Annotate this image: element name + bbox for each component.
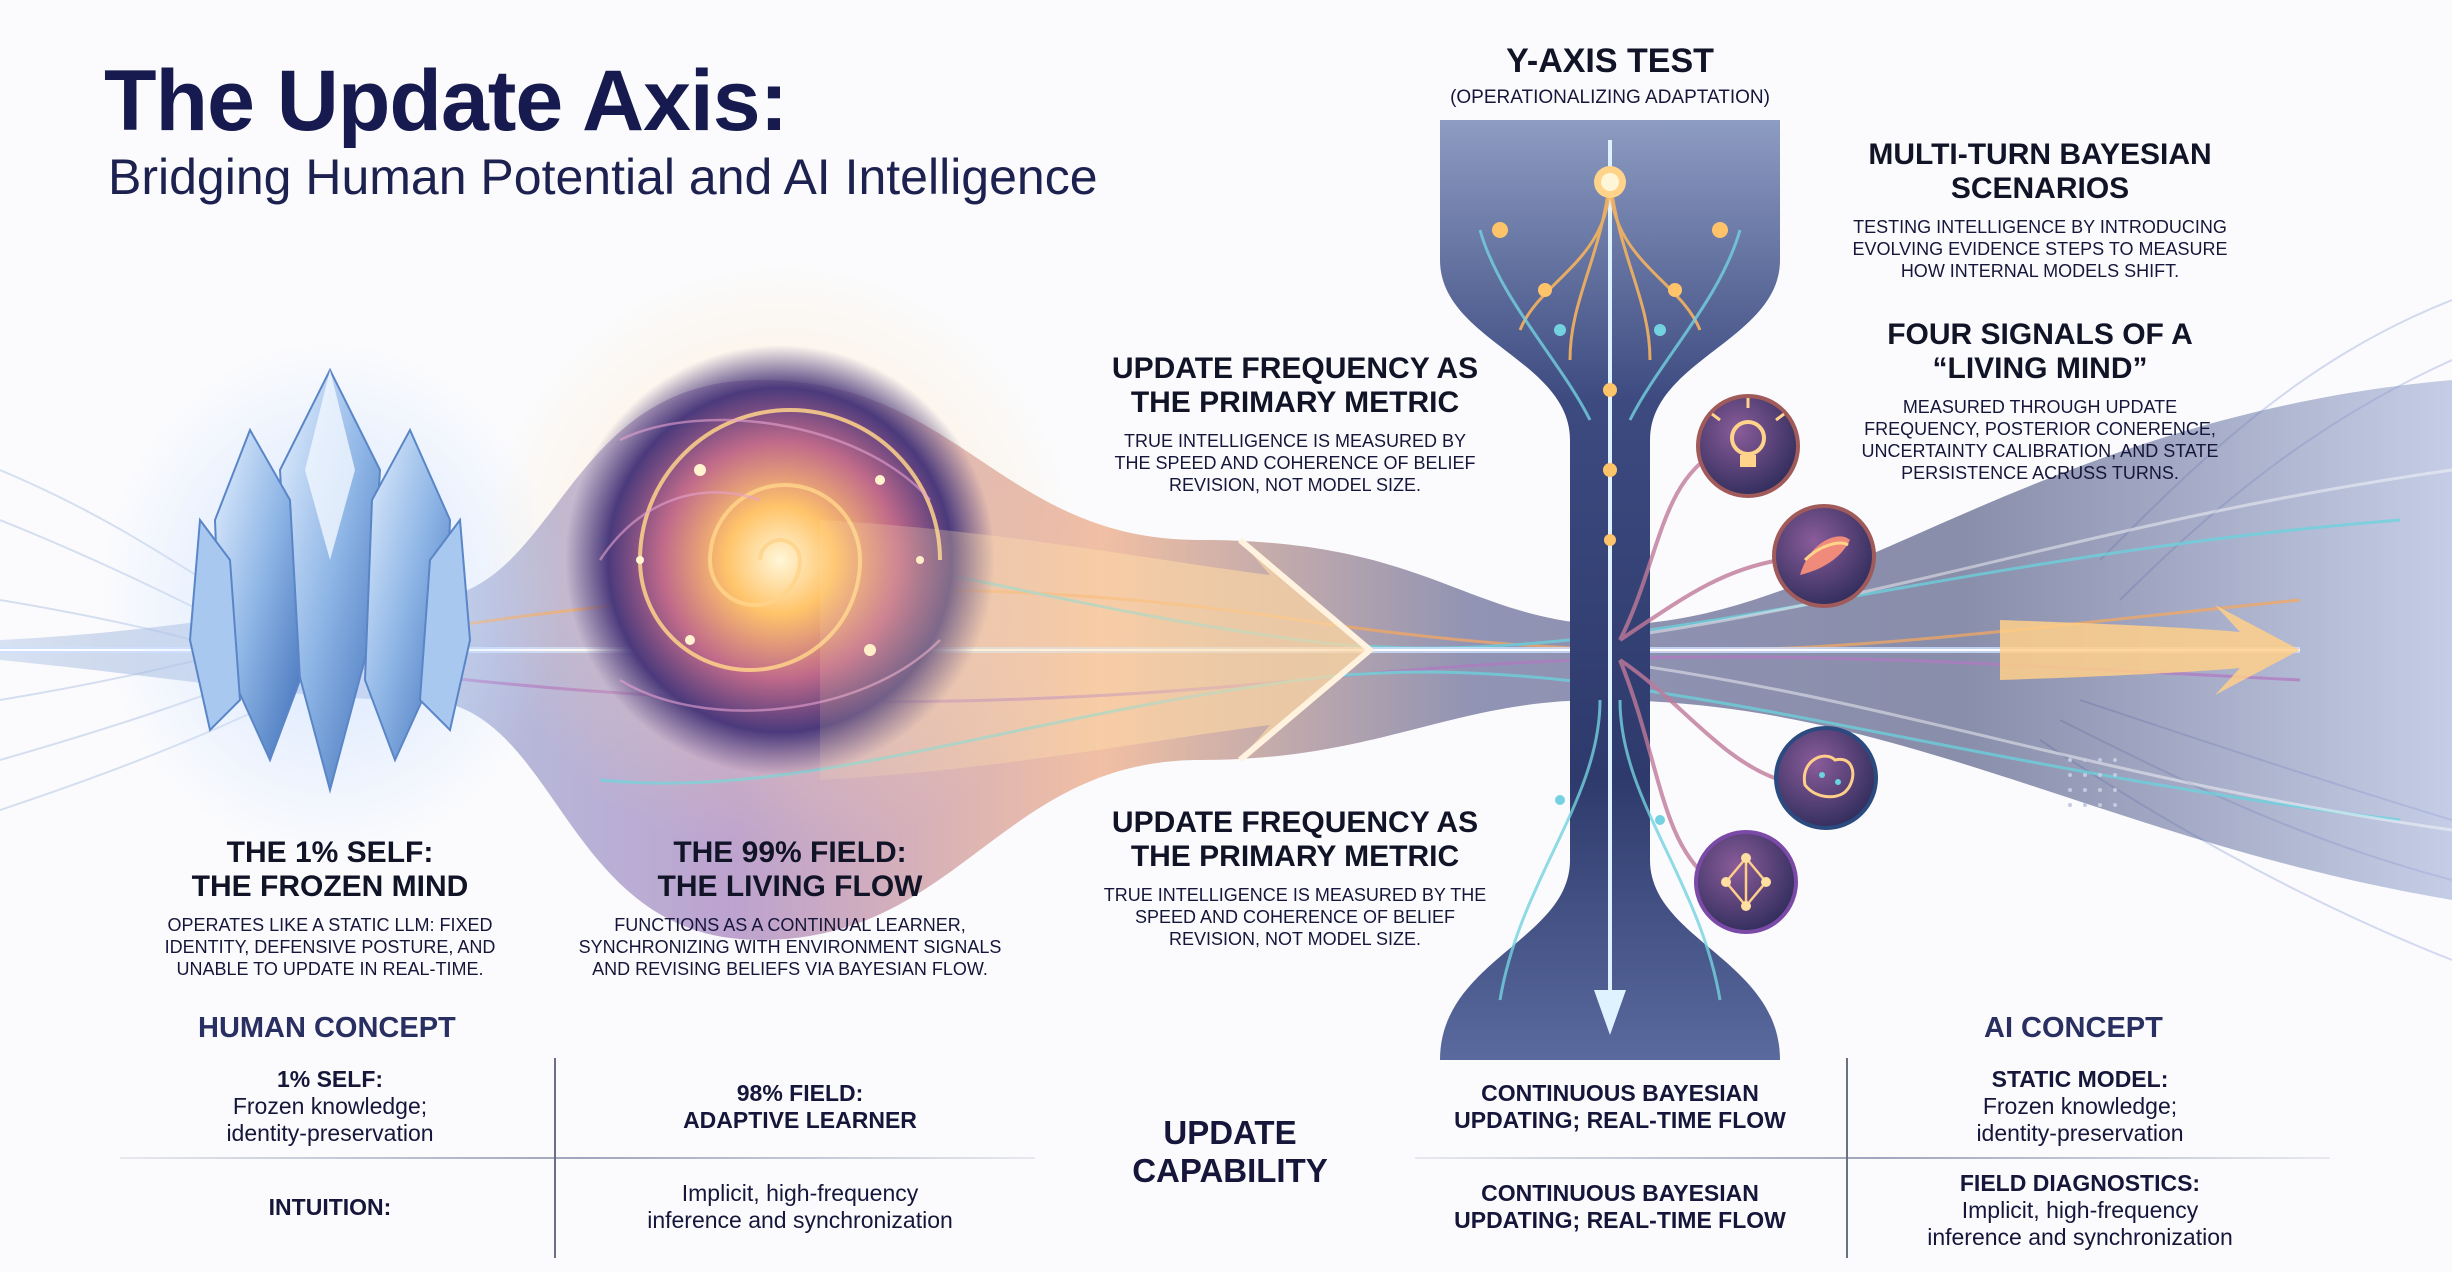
human-concept-heading: HUMAN CONCEPT bbox=[198, 1012, 456, 1044]
living-flow-block: THE 99% FIELD: THE LIVING FLOW FUNCTIONS… bbox=[560, 836, 1020, 980]
r1c1-title: 1% SELF: bbox=[276, 1066, 384, 1092]
bayesian-block: MULTI-TURN BAYESIAN SCENARIOS TESTING IN… bbox=[1800, 138, 2280, 282]
y-axis-subtitle: (OPERATIONALIZING ADAPTATION) bbox=[1450, 87, 1770, 108]
table-cell-r2c1: INTUITION: bbox=[160, 1194, 500, 1221]
signals-body-line2: FREQUENCY, POSTERIOR CONERENCE, bbox=[1864, 419, 2216, 439]
bayesian-body-line3: HOW INTERNAL MODELS SHIFT. bbox=[1900, 261, 2180, 281]
frozen-body-line3: UNABLE TO UPDATE IN REAL-TIME. bbox=[176, 959, 484, 979]
r1c2-line2: ADAPTIVE LEARNER bbox=[683, 1107, 917, 1133]
living-title-line2: THE LIVING FLOW bbox=[657, 870, 923, 903]
table-col-divider-right bbox=[1846, 1058, 1848, 1258]
table-cell-r2c2: Implicit, high-frequency inference and s… bbox=[590, 1180, 1010, 1234]
frozen-title-line1: THE 1% SELF: bbox=[226, 836, 434, 869]
metric-bottom-body-line1: TRUE INTELLIGENCE IS MEASURED BY THE bbox=[1103, 885, 1487, 905]
network-icon bbox=[1694, 830, 1798, 934]
r2c4-line1: Implicit, high-frequency bbox=[1961, 1197, 2199, 1223]
update-capability-line1: UPDATE bbox=[1163, 1114, 1297, 1151]
signals-title-line2: “LIVING MIND” bbox=[1932, 352, 2148, 385]
update-capability-line2: CAPABILITY bbox=[1132, 1152, 1328, 1189]
metric-bottom-title-line2: THE PRIMARY METRIC bbox=[1130, 840, 1460, 873]
r1c4-line2: identity-preservation bbox=[1976, 1120, 2184, 1146]
y-axis-test-block: Y-AXIS TEST (OPERATIONALIZING ADAPTATION… bbox=[1390, 42, 1830, 109]
living-body-line1: FUNCTIONS AS A CONTINUAL LEARNER, bbox=[614, 915, 966, 935]
living-body-line2: SYNCHRONIZING WITH ENVIRONMENT SIGNALS bbox=[578, 937, 1002, 957]
metric-bottom-title-line1: UPDATE FREQUENCY AS bbox=[1111, 806, 1479, 839]
signals-body-line1: MEASURED THROUGH UPDATE bbox=[1902, 397, 2178, 417]
r1c4-title: STATIC MODEL: bbox=[1991, 1066, 2169, 1092]
metric-top-body-line1: TRUE INTELLIGENCE IS MEASURED BY bbox=[1123, 431, 1467, 451]
swirl-icon bbox=[1772, 504, 1876, 608]
metric-top-body-line3: REVISION, NOT MODEL SIZE. bbox=[1168, 475, 1422, 495]
frozen-body-line1: OPERATES LIKE A STATIC LLM: FIXED bbox=[167, 915, 493, 935]
table-cell-r1c1: 1% SELF: Frozen knowledge; identity-pres… bbox=[160, 1066, 500, 1147]
frozen-body-line2: IDENTITY, DEFENSIVE POSTURE, AND bbox=[164, 937, 496, 957]
living-body-line3: AND REVISING BELIEFS VIA BAYESIAN FLOW. bbox=[592, 959, 988, 979]
living-title-line1: THE 99% FIELD: bbox=[673, 836, 907, 869]
r2c1-text: INTUITION: bbox=[268, 1194, 392, 1220]
r1c3-line1: CONTINUOUS BAYESIAN bbox=[1481, 1080, 1759, 1106]
y-axis-title: Y-AXIS TEST bbox=[1506, 42, 1714, 80]
page-title: The Update Axis: bbox=[104, 53, 788, 149]
signals-body-line3: UNCERTAINTY CALIBRATION, AND STATE bbox=[1861, 441, 2219, 461]
table-cell-r2c3: CONTINUOUS BAYESIAN UPDATING; REAL-TIME … bbox=[1420, 1180, 1820, 1234]
ai-concept-heading: AI CONCEPT bbox=[1984, 1012, 2163, 1044]
table-cell-r1c3: CONTINUOUS BAYESIAN UPDATING; REAL-TIME … bbox=[1420, 1080, 1820, 1134]
r1c3-line2: UPDATING; REAL-TIME FLOW bbox=[1454, 1107, 1786, 1133]
metric-top-block: UPDATE FREQUENCY AS THE PRIMARY METRIC T… bbox=[1060, 352, 1530, 496]
metric-top-title-line2: THE PRIMARY METRIC bbox=[1130, 386, 1460, 419]
brain-icon bbox=[1774, 726, 1878, 830]
metric-bottom-block: UPDATE FREQUENCY AS THE PRIMARY METRIC T… bbox=[1060, 806, 1530, 950]
signals-block: FOUR SIGNALS OF A “LIVING MIND” MEASURED… bbox=[1800, 318, 2280, 484]
bayesian-title-line2: SCENARIOS bbox=[1950, 172, 2130, 205]
page-subtitle: Bridging Human Potential and AI Intellig… bbox=[108, 149, 1098, 205]
lightbulb-icon bbox=[1696, 394, 1800, 498]
metric-bottom-body-line3: REVISION, NOT MODEL SIZE. bbox=[1168, 929, 1422, 949]
ice-crystal-icon bbox=[188, 367, 472, 794]
r1c1-line2: identity-preservation bbox=[226, 1120, 434, 1146]
update-capability-label: UPDATE CAPABILITY bbox=[1080, 1114, 1380, 1190]
table-divider-right bbox=[1415, 1157, 2330, 1159]
r2c3-line2: UPDATING; REAL-TIME FLOW bbox=[1454, 1207, 1786, 1233]
signals-body-line4: PERSISTENCE ACRUSS TURNS. bbox=[1901, 463, 2179, 483]
r2c3-line1: CONTINUOUS BAYESIAN bbox=[1481, 1180, 1759, 1206]
bayesian-title-line1: MULTI-TURN BAYESIAN bbox=[1868, 138, 2212, 171]
metric-bottom-body-line2: SPEED AND COHERENCE OF BELIEF bbox=[1134, 907, 1456, 927]
r2c4-title: FIELD DIAGNOSTICS: bbox=[1959, 1170, 2201, 1196]
table-col-divider-left bbox=[554, 1058, 556, 1258]
table-cell-r1c2: 98% FIELD: ADAPTIVE LEARNER bbox=[590, 1080, 1010, 1134]
bayesian-body-line2: EVOLVING EVIDENCE STEPS TO MEASURE bbox=[1852, 239, 2228, 259]
signals-title-line1: FOUR SIGNALS OF A bbox=[1887, 318, 2193, 351]
bayesian-body-line1: TESTING INTELLIGENCE BY INTRODUCING bbox=[1853, 217, 2227, 237]
r1c2-line1: 98% FIELD: bbox=[736, 1080, 864, 1106]
table-divider-left bbox=[120, 1157, 1035, 1159]
table-cell-r1c4: STATIC MODEL: Frozen knowledge; identity… bbox=[1900, 1066, 2260, 1147]
metric-top-body-line2: THE SPEED AND COHERENCE OF BELIEF bbox=[1114, 453, 1476, 473]
metric-top-title-line1: UPDATE FREQUENCY AS bbox=[1111, 352, 1479, 385]
table-cell-r2c4: FIELD DIAGNOSTICS: Implicit, high-freque… bbox=[1890, 1170, 2270, 1251]
frozen-mind-block: THE 1% SELF: THE FROZEN MIND OPERATES LI… bbox=[100, 836, 560, 980]
r2c4-line2: inference and synchronization bbox=[1927, 1224, 2233, 1250]
r1c4-line1: Frozen knowledge; bbox=[1982, 1093, 2178, 1119]
r1c1-line1: Frozen knowledge; bbox=[232, 1093, 428, 1119]
r2c2-line2: inference and synchronization bbox=[647, 1207, 953, 1233]
r2c2-line1: Implicit, high-frequency bbox=[681, 1180, 919, 1206]
frozen-title-line2: THE FROZEN MIND bbox=[191, 870, 469, 903]
